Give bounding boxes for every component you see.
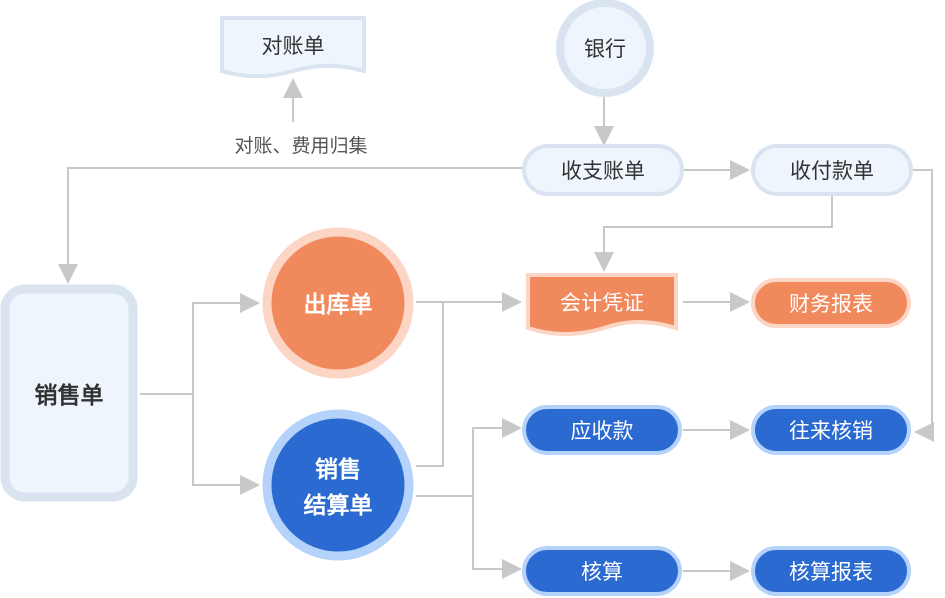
- node-outbound-order[interactable]: 出库单: [262, 227, 414, 379]
- receivables-label: 应收款: [571, 419, 634, 443]
- edge-receipt-payment-to-reconciliation: [913, 169, 934, 442]
- node-cost-accounting[interactable]: 核算: [522, 546, 682, 596]
- income-expense-bill-label: 收支账单: [561, 159, 645, 183]
- node-sales-settlement[interactable]: 销售 结算单: [262, 409, 414, 561]
- node-receipt-payment-bill[interactable]: 收付款单: [751, 144, 913, 196]
- node-accounting-voucher[interactable]: 会计凭证: [526, 273, 678, 336]
- edge-settlement-to-voucher: [416, 302, 444, 467]
- accounting-voucher-label: 会计凭证: [560, 291, 644, 315]
- node-statement[interactable]: 对账单: [220, 16, 366, 79]
- statement-label: 对账单: [262, 34, 325, 58]
- node-reconciliation[interactable]: 往来核销: [751, 405, 911, 455]
- financial-report-label: 财务报表: [789, 292, 873, 316]
- outbound-order-label: 出库单: [304, 292, 373, 318]
- edge-receipt-payment-to-voucher: [594, 195, 833, 272]
- node-sales-order[interactable]: 销售单: [0, 284, 138, 502]
- cost-accounting-label: 核算: [581, 560, 623, 584]
- node-receivables[interactable]: 应收款: [522, 405, 682, 455]
- accounting-report-label: 核算报表: [789, 560, 873, 584]
- edge-sales-order-to-outbound: [192, 293, 260, 394]
- node-income-expense-bill[interactable]: 收支账单: [522, 144, 684, 196]
- edge-settlement-to-receivables: [472, 418, 522, 496]
- sales-settlement-label-line1: 销售: [315, 456, 361, 483]
- edge-income-expense-to-sales-order: [58, 167, 523, 284]
- edge-settlement-to-cost-accounting: [472, 496, 522, 579]
- bank-label: 银行: [584, 37, 626, 61]
- node-financial-report[interactable]: 财务报表: [751, 278, 911, 328]
- reconcile-expense-caption: 对账、费用归集: [234, 135, 367, 157]
- sales-settlement-label-line2: 结算单: [304, 492, 373, 519]
- receipt-payment-bill-label: 收付款单: [790, 159, 874, 183]
- node-accounting-report[interactable]: 核算报表: [751, 546, 911, 596]
- reconciliation-label: 往来核销: [789, 419, 873, 443]
- node-bank[interactable]: 银行: [556, 0, 654, 97]
- edge-sales-order-to-settlement: [192, 394, 260, 495]
- sales-order-label: 销售单: [35, 382, 104, 409]
